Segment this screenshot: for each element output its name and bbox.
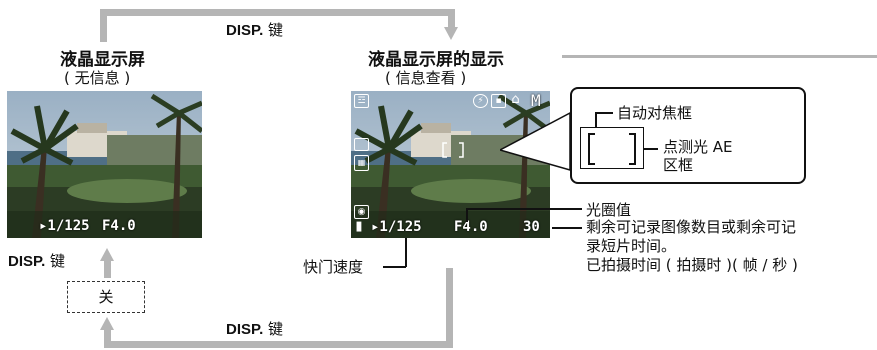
- top-arrow-head: [444, 27, 458, 40]
- drive-mode-icon: [354, 138, 369, 151]
- remaining-label: 剩余可记录图像数目或剩余可记 录短片时间。 已拍摄时间 ( 拍摄时 )( 帧 /…: [586, 218, 798, 275]
- remaining-label-line1: 剩余可记录图像数目或剩余可记: [586, 218, 797, 236]
- aperture-value-label: 光圈值: [586, 201, 632, 219]
- callout-pointer: [500, 111, 571, 171]
- bottom-arrow-horizontal: [104, 341, 453, 348]
- top-connector-label: DISP. 键: [226, 19, 283, 40]
- callout-box: [570, 87, 806, 184]
- key-suffix: 键: [45, 252, 66, 270]
- resolution-icon: ▦: [354, 155, 369, 171]
- metering-icon: ▪: [491, 94, 506, 108]
- key-suffix: 键: [263, 21, 284, 39]
- remaining-label-line3: 已拍摄时间 ( 拍摄时 )( 帧 / 秒 ): [586, 256, 798, 274]
- left-up-arrow-shaft: [104, 258, 111, 278]
- off-label: 关: [98, 288, 114, 306]
- spot-ae-leader: [644, 148, 658, 150]
- right-panel-subtitle: ( 信息查看 ): [385, 69, 467, 87]
- af-frame-enlarged: [580, 127, 644, 169]
- shutter-leader-h: [383, 266, 406, 268]
- lcd-shutter-speed: ▸1/125: [39, 218, 90, 234]
- flash-off-icon: ⚡: [473, 94, 488, 108]
- af-frame-label: 自动对焦框: [617, 104, 693, 122]
- af-frame-leader-v: [595, 112, 597, 127]
- header-rule: [562, 55, 877, 58]
- bottom-arrow-left-vertical: [104, 328, 111, 348]
- bottom-arrow-right-vertical: [446, 268, 453, 348]
- lcd-screen-no-info: ▸1/125 F4.0: [7, 91, 202, 238]
- remaining-leader: [552, 227, 582, 229]
- left-key-label: DISP. 键: [8, 250, 65, 271]
- spot-ae-brackets: [588, 133, 636, 165]
- shutter-leader-v: [405, 238, 407, 267]
- mode-icon: ☲: [354, 94, 369, 108]
- beach-photo: [351, 91, 550, 238]
- disp-key-text: DISP.: [226, 321, 264, 338]
- left-up-arrow-head: [100, 248, 114, 261]
- top-arrow-horizontal: [100, 9, 455, 16]
- remaining-label-line2: 录短片时间。: [586, 237, 677, 255]
- off-box: 关: [67, 281, 145, 313]
- camera-icon: ⌂: [511, 92, 520, 107]
- lcd-screen-info: ☲ ⚡ ▪ ⌂ M ▦ ◉ ▮ ▸1/125 F4.0 30: [351, 91, 550, 238]
- lcd-aperture: F4.0: [102, 218, 136, 234]
- lcd-remaining-shots: 30: [523, 219, 540, 235]
- battery-icon: ▮: [355, 219, 363, 234]
- stabilizer-icon: ◉: [354, 205, 369, 219]
- left-panel-subtitle: ( 无信息 ): [64, 69, 131, 87]
- lcd-aperture: F4.0: [454, 219, 488, 235]
- shutter-speed-label: 快门速度: [303, 258, 364, 276]
- disp-key-text: DISP.: [226, 22, 264, 39]
- key-suffix: 键: [263, 320, 284, 338]
- disp-key-text: DISP.: [8, 253, 46, 270]
- spot-ae-label: 点测光 AE 区框: [663, 138, 733, 174]
- bottom-connector-label: DISP. 键: [226, 318, 283, 339]
- aperture-leader-h: [466, 208, 582, 210]
- lcd-shutter-speed: ▸1/125: [371, 219, 422, 235]
- top-arrow-right-vertical: [448, 9, 455, 29]
- shooting-mode-letter: M: [531, 91, 541, 110]
- bottom-arrow-head: [100, 317, 114, 330]
- left-panel-title: 液晶显示屏: [60, 50, 145, 70]
- top-arrow-left-vertical: [100, 9, 107, 42]
- beach-photo: [7, 91, 202, 238]
- af-frame-leader-h: [595, 112, 613, 114]
- spot-ae-label-line2: 区框: [663, 156, 694, 174]
- right-panel-title: 液晶显示屏的显示: [368, 50, 504, 70]
- spot-ae-label-line1: 点测光 AE: [663, 138, 733, 156]
- aperture-leader-v: [466, 208, 468, 222]
